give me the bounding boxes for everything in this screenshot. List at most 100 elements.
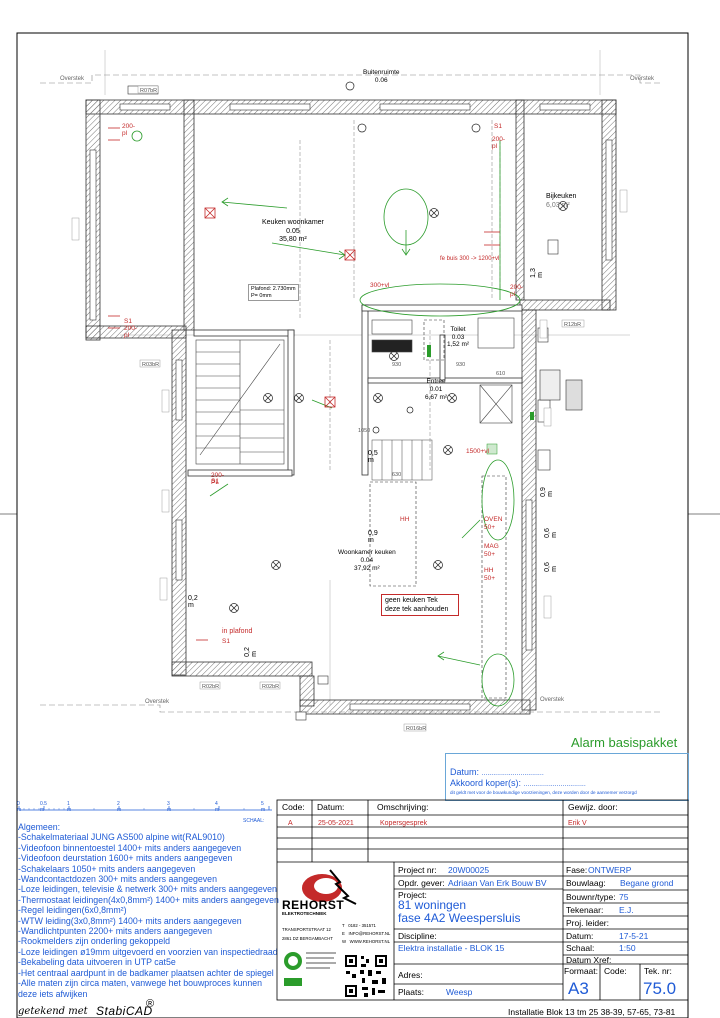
schaal-label: Schaal: [566,943,595,953]
scale-label: 4 m [215,801,220,813]
plaats-value: Weesp [446,987,473,997]
note-line: -Regel leidingen(6x0,8mm²) [18,905,127,916]
label-50: 50+ [484,551,496,558]
scale-label: 3 m [167,801,172,813]
scale-label: 5 m [261,801,266,813]
plaats-label: Plaats: [398,987,424,997]
note-line: -Rookmelders zijn onderling gekoppeld [18,936,171,947]
svg-text:R016bR: R016bR [406,726,426,732]
datumxref-label: Datum Xref: [566,955,612,965]
company-name: REHORST [282,898,345,912]
scale-schaal: SCHAAL: [243,818,265,824]
scale-label: 0.5 m [40,801,47,813]
discipline-value: Elektra installatie - BLOK 15 [398,943,505,953]
fe-buis-note: fe buis 300 -> 1200+vl [440,256,500,262]
bouwlaag-value: Begane grond [620,878,674,888]
label-s1: S1 [124,318,132,325]
formaat-value: A3 [568,979,589,998]
discipline-label: Discipline: [398,931,437,941]
note-line: -WTW leiding(3x0,8mm²) 1400+ mits anders… [18,915,242,926]
label-200pl: 200-pl [492,136,506,150]
adres-label: Adres: [398,970,423,980]
label-s1: S1 [222,638,230,645]
teknr-label: Tek. nr: [644,966,672,976]
label-mag: MAG [484,543,499,550]
svg-text:R02bR: R02bR [262,684,279,690]
dim-text: 610 [496,371,506,377]
bouwnr-label: Bouwnr/type: [566,892,616,902]
label-s1: S1 [494,123,502,130]
approval-akkoord: Akkoord koper(s): ......................… [450,778,586,788]
formaat-label: Formaat: [564,966,599,976]
datum-label: Datum: [566,931,594,941]
approval-note: dit geldt met voor de bouwkundige voorzi… [450,790,637,795]
bouwlaag-label: Bouwlaag: [566,878,606,888]
note-line: -Loze leidingen, televisie & netwerk 300… [18,884,277,895]
tekenaar-value: E.J. [619,905,634,915]
label-50: 50+ [484,575,496,582]
label-hh: HH [484,567,494,574]
notes-title: Algemeen: [18,822,61,832]
svg-text:R07bR: R07bR [140,88,157,94]
schaal-value: 1:50 [619,943,636,953]
dim-text: 930 [456,362,466,368]
scale-label: 2 m [117,801,122,813]
svg-text:R03bR: R03bR [142,362,159,368]
company-contact: T 0182 - 351571 E INFO@REHORST.NL W WWW.… [342,923,391,944]
note-line: -Videofoon deurstation 1600+ mits anders… [18,853,233,864]
dim-label: 0,9 m [368,530,378,544]
note-line: -Schakelmateriaal JUNG AS500 alpine wit(… [18,832,225,843]
fase-value: ONTWERP [588,865,632,875]
dim-label: 0,2 m [188,595,198,609]
installatie-footer: Installatie Blok 13 tm 25 38-39, 57-65, … [508,1007,676,1017]
datum-value: 17-5-21 [619,931,649,941]
rev-header-datum: Datum: [317,802,345,812]
label-200pl: 200-pl [510,284,524,298]
opdr-value: Adriaan Van Erk Bouw BV [448,878,547,888]
rev-header-omschrijving: Omschrijving: [377,802,429,812]
code-label: Code: [604,966,627,976]
label-oven: OVEN [484,516,503,523]
getekend-met: getekend met [18,1006,88,1017]
label-200pl: 200-pl [122,123,136,137]
floor-plan: R07bR R03bR R02bR R02bR R016bR R12bR [40,50,660,732]
rev-door: Erik V [568,820,587,827]
svg-text:R12bR: R12bR [564,322,581,328]
label-1500vl: 1500+vl [466,448,489,455]
rev-code: A [288,820,293,827]
opdr-label: Opdr. gever: [398,878,445,888]
note-line: deze iets afwijken [18,988,88,999]
fase-label: Fase: [566,865,588,875]
note-line: -Alle maten zijn circa maten, vanwege he… [18,978,263,989]
rev-header-gewijzigd: Gewijz. door: [568,802,618,812]
projectnr-label: Project nr: [398,865,437,875]
project-label: Project: [398,890,427,900]
dim-label: 0,5 m [368,450,378,464]
approval-box [445,753,689,801]
svg-text:R02bR: R02bR [202,684,219,690]
dim-text: 630 [392,472,402,478]
label-50: 50+ [484,524,496,531]
qr-code-icon [344,954,388,998]
note-line: -Wandcontactdozen 300+ mits anders aange… [18,874,217,885]
note-line: -Schakelaars 1050+ mits anders aangegeve… [18,863,196,874]
projectnr-value: 20W00025 [448,865,490,875]
company-sub: ELEKTROTECHNIEK [282,911,327,916]
label-s1: S1 [211,478,219,485]
projleider-label: Proj. leider: [566,918,609,928]
label-300vl: 300+vl [370,282,390,289]
note-line: -Het centraal aardpunt in de badkamer pl… [18,967,274,978]
scale-bar [18,806,272,811]
rehorst-logo-icon [302,869,357,905]
alarm-title: Alarm basispakket [571,735,678,750]
in-plafond-note: in plafond [222,628,253,635]
